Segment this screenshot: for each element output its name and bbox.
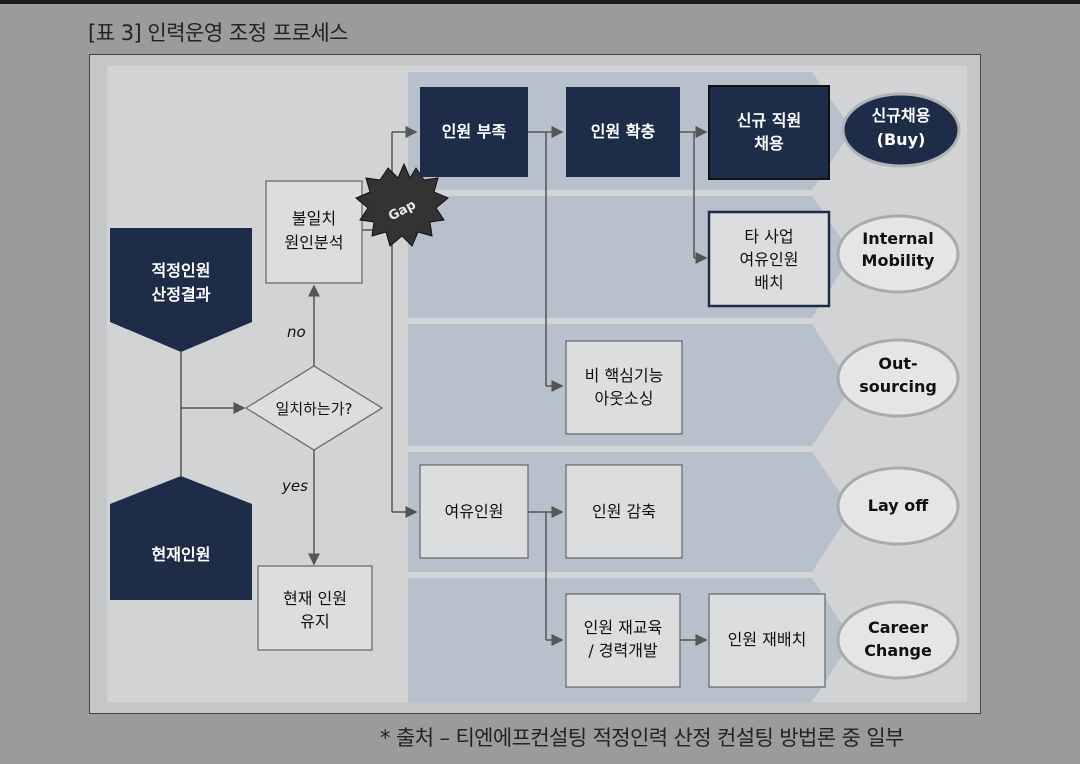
reassign-label: 인원 재배치 — [728, 630, 807, 649]
yes-label: yes — [281, 477, 308, 495]
new-hire-box: 신규 직원 채용 — [708, 85, 830, 180]
keep-staff-box: 현재 인원 유지 — [257, 565, 373, 651]
outcome-career-line1: Career — [868, 618, 928, 637]
transfer-box: 타 사업 여유인원 배치 — [707, 210, 831, 308]
outcome-layoff: Lay off — [836, 466, 960, 546]
figure-caption: [표 3] 인력운영 조정 프로세스 — [88, 21, 348, 45]
outcome-buy-line2: (Buy) — [877, 130, 926, 149]
keep-staff-line2: 유지 — [300, 612, 329, 631]
retrain-line2: / 경력개발 — [588, 641, 658, 660]
surplus-box: 여유인원 — [419, 464, 529, 559]
outsource-line2: 아웃소싱 — [595, 389, 654, 408]
outcome-career: Career Change — [836, 600, 960, 680]
keep-staff-line1: 현재 인원 — [283, 589, 347, 608]
expand-box: 인원 확충 — [566, 87, 680, 177]
gap-burst: Gap — [355, 162, 449, 247]
mismatch-line2: 원인분석 — [285, 233, 344, 252]
outcome-mobility: Internal Mobility — [836, 214, 960, 294]
outcome-buy: 신규채용 (Buy) — [841, 92, 961, 168]
expand-label: 인원 확충 — [591, 122, 656, 141]
reduce-label: 인원 감축 — [592, 502, 656, 521]
proper-staff-line2: 산정결과 — [152, 285, 211, 304]
proper-staff-line1: 적정인원 — [152, 261, 211, 280]
outcome-buy-line1: 신규채용 — [872, 106, 931, 125]
outcome-mobility-line1: Internal — [862, 229, 933, 248]
shortage-label: 인원 부족 — [442, 122, 507, 141]
reduce-box: 인원 감축 — [565, 464, 683, 559]
surplus-label: 여유인원 — [445, 502, 504, 521]
retrain-line1: 인원 재교육 — [584, 618, 663, 637]
outcome-outsourcing-line2: sourcing — [859, 377, 937, 396]
top-bar — [0, 0, 1080, 4]
proper-staff-shape: 적정인원 산정결과 — [110, 228, 252, 352]
mismatch-line1: 불일치 — [292, 209, 336, 228]
source-note: * 출처 – 티엔에프컨설팅 적정인력 산정 컨설팅 방법론 중 일부 — [380, 726, 904, 750]
outsource-line1: 비 핵심기능 — [585, 366, 664, 385]
transfer-line1: 타 사업 — [744, 227, 793, 246]
outcome-mobility-line2: Mobility — [862, 251, 935, 270]
reassign-box: 인원 재배치 — [708, 593, 826, 688]
decision-diamond: 일치하는가? — [244, 365, 384, 451]
new-hire-line1: 신규 직원 — [737, 111, 801, 130]
shortage-box: 인원 부족 — [420, 87, 528, 177]
current-staff-label: 현재인원 — [152, 545, 211, 564]
outsource-box: 비 핵심기능 아웃소싱 — [565, 340, 683, 435]
current-staff-shape: 현재인원 — [110, 476, 252, 600]
transfer-line3: 배치 — [754, 273, 783, 292]
decision-label: 일치하는가? — [276, 400, 353, 418]
no-label: no — [287, 323, 306, 341]
mismatch-analysis-box: 불일치 원인분석 — [265, 180, 363, 284]
retrain-box: 인원 재교육 / 경력개발 — [565, 593, 681, 688]
outcome-outsourcing-line1: Out- — [878, 354, 917, 373]
outcome-outsourcing: Out- sourcing — [836, 338, 960, 418]
transfer-line2: 여유인원 — [740, 250, 799, 269]
new-hire-line2: 채용 — [754, 134, 784, 153]
outcome-career-line2: Change — [864, 641, 932, 660]
outcome-layoff-label: Lay off — [868, 496, 929, 515]
